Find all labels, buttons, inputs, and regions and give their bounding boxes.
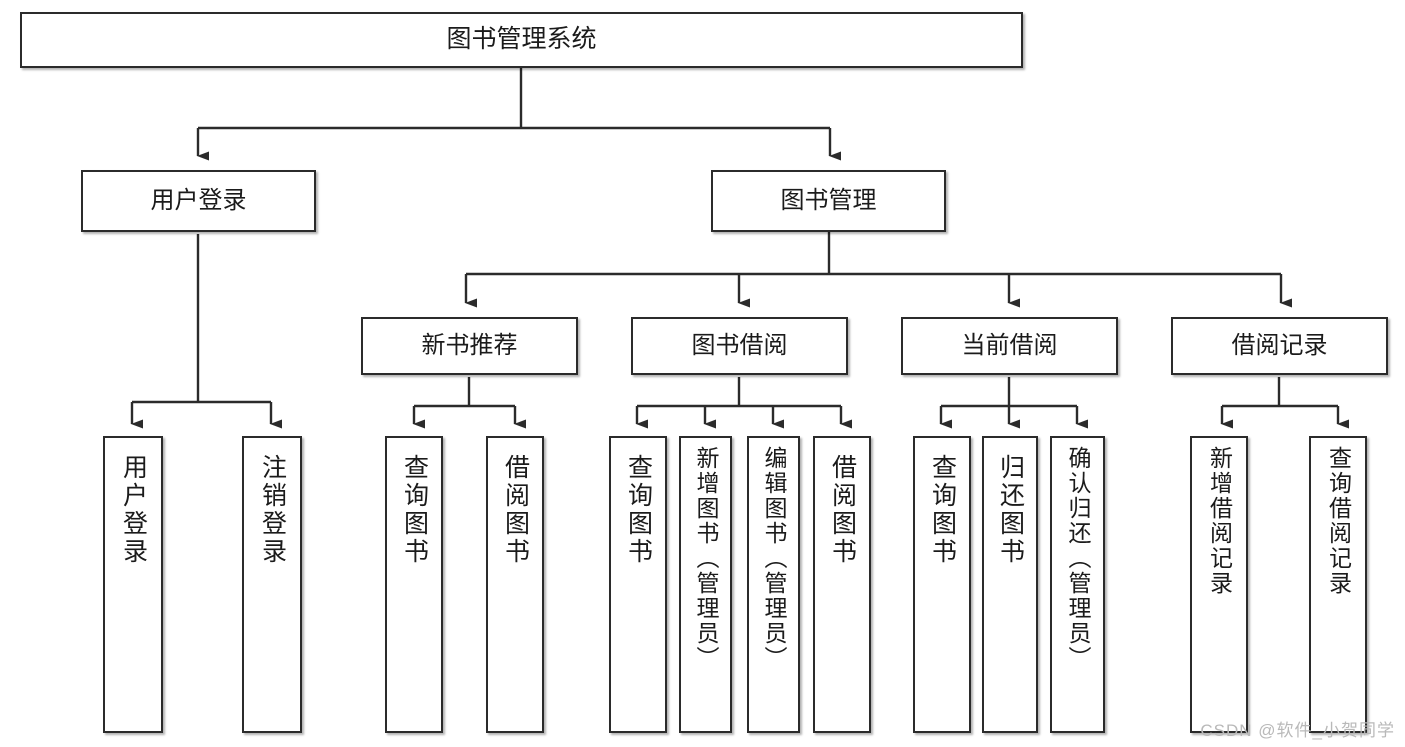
leaf-recommend-query-book-label: 查询图书	[400, 454, 429, 566]
node-book-management[interactable]: 图书管理	[711, 170, 946, 232]
node-book-borrow[interactable]: 图书借阅	[631, 317, 848, 375]
leaf-confirm-return-admin[interactable]: 确认归还（管理员）	[1050, 436, 1105, 733]
node-borrow-record-label: 借阅记录	[1231, 331, 1328, 359]
leaf-recommend-borrow-book[interactable]: 借阅图书	[486, 436, 544, 733]
node-new-book-recommend[interactable]: 新书推荐	[361, 317, 578, 375]
leaf-current-query-book-label: 查询图书	[928, 454, 957, 566]
node-book-management-label: 图书管理	[780, 186, 877, 214]
leaf-logout-label: 注销登录	[258, 454, 287, 566]
node-user-login[interactable]: 用户登录	[81, 170, 316, 232]
leaf-edit-book-admin-label: 编辑图书（管理员）	[761, 446, 787, 671]
leaf-logout[interactable]: 注销登录	[242, 436, 302, 733]
leaf-return-book[interactable]: 归还图书	[982, 436, 1038, 733]
leaf-add-book-admin[interactable]: 新增图书（管理员）	[679, 436, 732, 733]
leaf-borrow-book[interactable]: 借阅图书	[813, 436, 871, 733]
leaf-add-borrow-record[interactable]: 新增借阅记录	[1190, 436, 1248, 733]
leaf-user-login-label: 用户登录	[119, 454, 148, 566]
node-current-borrow[interactable]: 当前借阅	[901, 317, 1118, 375]
leaf-user-login[interactable]: 用户登录	[103, 436, 163, 733]
leaf-recommend-query-book[interactable]: 查询图书	[385, 436, 443, 733]
leaf-query-borrow-record-label: 查询借阅记录	[1325, 446, 1352, 596]
node-new-book-recommend-label: 新书推荐	[421, 331, 518, 359]
leaf-borrow-book-label: 借阅图书	[828, 454, 857, 566]
leaf-borrow-query-book-label: 查询图书	[624, 454, 653, 566]
leaf-add-book-admin-label: 新增图书（管理员）	[693, 446, 719, 671]
node-root-label: 图书管理系统	[446, 25, 597, 54]
node-borrow-record[interactable]: 借阅记录	[1171, 317, 1388, 375]
node-current-borrow-label: 当前借阅	[961, 331, 1058, 359]
leaf-edit-book-admin[interactable]: 编辑图书（管理员）	[747, 436, 800, 733]
leaf-confirm-return-admin-label: 确认归还（管理员）	[1065, 446, 1091, 671]
leaf-return-book-label: 归还图书	[996, 454, 1025, 566]
node-book-borrow-label: 图书借阅	[691, 331, 788, 359]
node-root[interactable]: 图书管理系统	[20, 12, 1023, 68]
leaf-query-borrow-record[interactable]: 查询借阅记录	[1309, 436, 1367, 733]
leaf-recommend-borrow-book-label: 借阅图书	[501, 454, 530, 566]
leaf-add-borrow-record-label: 新增借阅记录	[1206, 446, 1233, 596]
node-user-login-label: 用户登录	[150, 186, 247, 214]
leaf-current-query-book[interactable]: 查询图书	[913, 436, 971, 733]
leaf-borrow-query-book[interactable]: 查询图书	[609, 436, 667, 733]
